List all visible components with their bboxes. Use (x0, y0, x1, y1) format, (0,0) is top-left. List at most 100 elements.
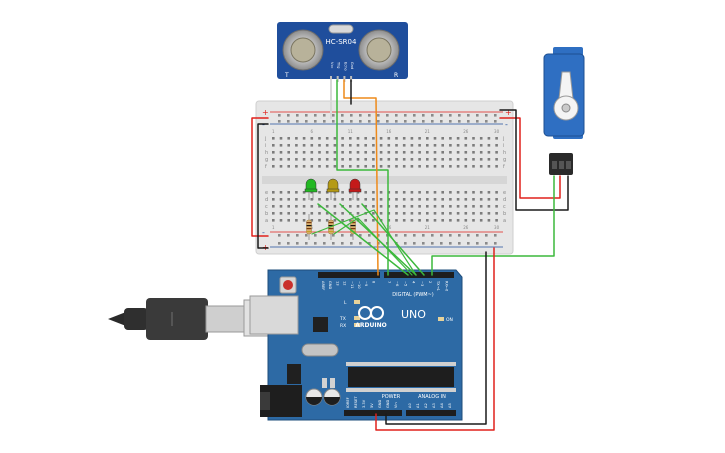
terminal-hole (426, 219, 429, 222)
rail-hole (413, 242, 416, 245)
rail-hole (395, 114, 398, 117)
terminal-hole (426, 151, 429, 154)
terminal-hole (325, 144, 329, 147)
terminal-hole (379, 212, 383, 215)
row-letter: h (503, 150, 506, 156)
rail-hole (296, 234, 299, 237)
terminal-hole (287, 212, 290, 215)
terminal-hole (349, 219, 352, 222)
terminal-hole (395, 151, 398, 154)
row-letter: e (265, 190, 268, 196)
led-rim (304, 188, 318, 193)
terminal-hole (325, 212, 329, 215)
rail-hole (413, 234, 416, 237)
resistor-band (306, 225, 312, 227)
rail-hole (287, 114, 290, 117)
resistor (306, 214, 312, 240)
rail-hole (431, 114, 434, 117)
terminal-hole (479, 151, 483, 154)
led-yellow (326, 178, 340, 200)
label-l: L (344, 300, 347, 306)
rail-hole (458, 120, 461, 123)
rail-hole (368, 120, 371, 123)
terminal-hole (449, 137, 452, 140)
terminal-hole (356, 191, 360, 194)
terminal-hole (495, 137, 498, 140)
power-header-bar (344, 410, 402, 416)
servo-connector-slot-3 (566, 161, 571, 169)
terminal-hole (433, 158, 437, 161)
terminal-hole (410, 219, 414, 222)
rail-hole (404, 234, 407, 237)
terminal-hole (479, 158, 483, 161)
rail-hole (476, 234, 479, 237)
terminal-hole (426, 165, 429, 168)
terminal-hole (364, 219, 367, 222)
rail-hole (386, 120, 389, 123)
terminal-hole (487, 165, 491, 168)
terminal-hole (295, 151, 298, 154)
analog-pin-label: A5 (448, 403, 452, 408)
rail-hole (413, 114, 416, 117)
terminal-hole (349, 165, 352, 168)
column-number: 1 (272, 225, 275, 230)
rail-hole (287, 242, 290, 245)
terminal-hole (310, 219, 314, 222)
terminal-hole (441, 158, 444, 161)
resistor-band (328, 222, 334, 224)
terminal-hole (341, 198, 344, 201)
terminal-hole (387, 219, 391, 222)
terminal-hole (402, 158, 406, 161)
terminal-hole (472, 151, 475, 154)
analog-header-label: ANALOG IN (418, 394, 446, 400)
rail-hole (314, 114, 317, 117)
rail-hole (494, 234, 497, 237)
rail-hole (485, 234, 488, 237)
terminal-hole (495, 165, 498, 168)
terminal-hole (441, 198, 444, 201)
rail-hole (359, 114, 362, 117)
rail-hole (449, 120, 452, 123)
terminal-hole (341, 137, 344, 140)
terminal-hole (433, 191, 437, 194)
terminal-hole (441, 144, 444, 147)
terminal-hole (402, 205, 406, 208)
terminal-hole (333, 137, 337, 140)
row-letter: a (265, 218, 268, 224)
terminal-hole (349, 151, 352, 154)
terminal-hole (287, 151, 290, 154)
terminal-hole (310, 137, 314, 140)
rail-hole (413, 120, 416, 123)
terminal-hole (372, 212, 375, 215)
terminal-hole (395, 144, 398, 147)
terminal-hole (287, 165, 290, 168)
row-letter: f (265, 164, 267, 170)
terminal-hole (349, 191, 352, 194)
terminal-hole (464, 191, 468, 194)
terminal-hole (349, 144, 352, 147)
terminal-hole (418, 191, 421, 194)
terminal-hole (310, 191, 314, 194)
rail-hole (314, 120, 317, 123)
terminal-hole (449, 205, 452, 208)
terminal-hole (449, 212, 452, 215)
terminal-hole (310, 158, 314, 161)
terminal-hole (464, 219, 468, 222)
atmega-chip (348, 367, 454, 387)
rail-hole (431, 234, 434, 237)
terminal-hole (325, 158, 329, 161)
terminal-hole (341, 158, 344, 161)
terminal-hole (295, 198, 298, 201)
arduino-logo (358, 306, 384, 320)
servo-connector-slot-2 (559, 161, 564, 169)
terminal-hole (410, 158, 414, 161)
terminal-hole (464, 137, 468, 140)
resistor-band (328, 231, 334, 233)
terminal-hole (341, 212, 344, 215)
terminal-hole (287, 191, 290, 194)
digital-pin-label: 4 (412, 281, 416, 284)
terminal-hole (272, 212, 275, 215)
sensor-model-label: HC-SR04 (326, 38, 357, 46)
